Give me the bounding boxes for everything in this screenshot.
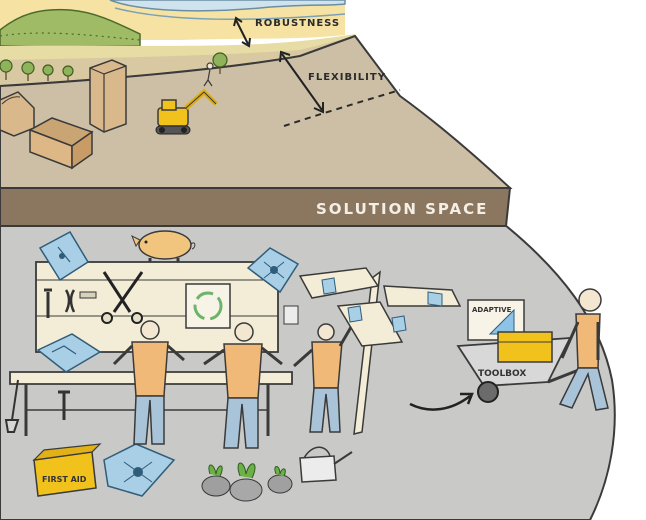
toolbox-icon (497, 331, 553, 363)
switch-box (283, 305, 299, 325)
tag-left-mid (36, 333, 102, 373)
flexibility-dashed-limit (283, 89, 401, 127)
tag-top-left (38, 231, 90, 282)
plant-pots (201, 462, 293, 502)
solution-space-label: SOLUTION SPACE (316, 200, 488, 218)
hammer-icon (58, 390, 70, 420)
tag-bottom (103, 443, 176, 497)
robustness-label: ROBUSTNESS (255, 18, 340, 29)
person-pushing (558, 288, 609, 411)
person-left (112, 320, 185, 445)
person-right (293, 321, 356, 433)
first-aid-label: FIRST AID (42, 475, 87, 484)
first-aid-kit-icon: FIRST AID (32, 443, 102, 497)
tower-building (89, 59, 127, 133)
recycle-icon (185, 283, 231, 329)
curved-arrow (409, 395, 471, 411)
shovel-icon (4, 379, 20, 433)
wrench-icon (44, 288, 52, 318)
toolbox-label: TOOLBOX (478, 369, 526, 379)
pliers-icon (64, 289, 76, 313)
scissors-icon (101, 271, 144, 324)
adaptive-label: ADAPTIVE (472, 306, 512, 314)
flexibility-arrow (279, 50, 324, 114)
watering-can-icon (299, 446, 353, 483)
green-hills (0, 8, 141, 47)
tag-top-right (246, 247, 300, 294)
flexibility-label: FLEXIBILITY (308, 72, 386, 83)
landscape-block: ROBUSTNESS FLEXIBILITY SOLUTION SPACE (0, 0, 513, 227)
signpost-icon (298, 267, 462, 435)
person-middle (203, 322, 283, 449)
excavator-icon (155, 88, 218, 135)
tree-row (0, 52, 228, 82)
hill-person (203, 62, 214, 87)
robustness-arrow (233, 16, 251, 48)
house-building (28, 117, 94, 170)
slab-side (0, 187, 512, 227)
wheelbarrow: ADAPTIVE TOOLBOX (456, 299, 595, 403)
